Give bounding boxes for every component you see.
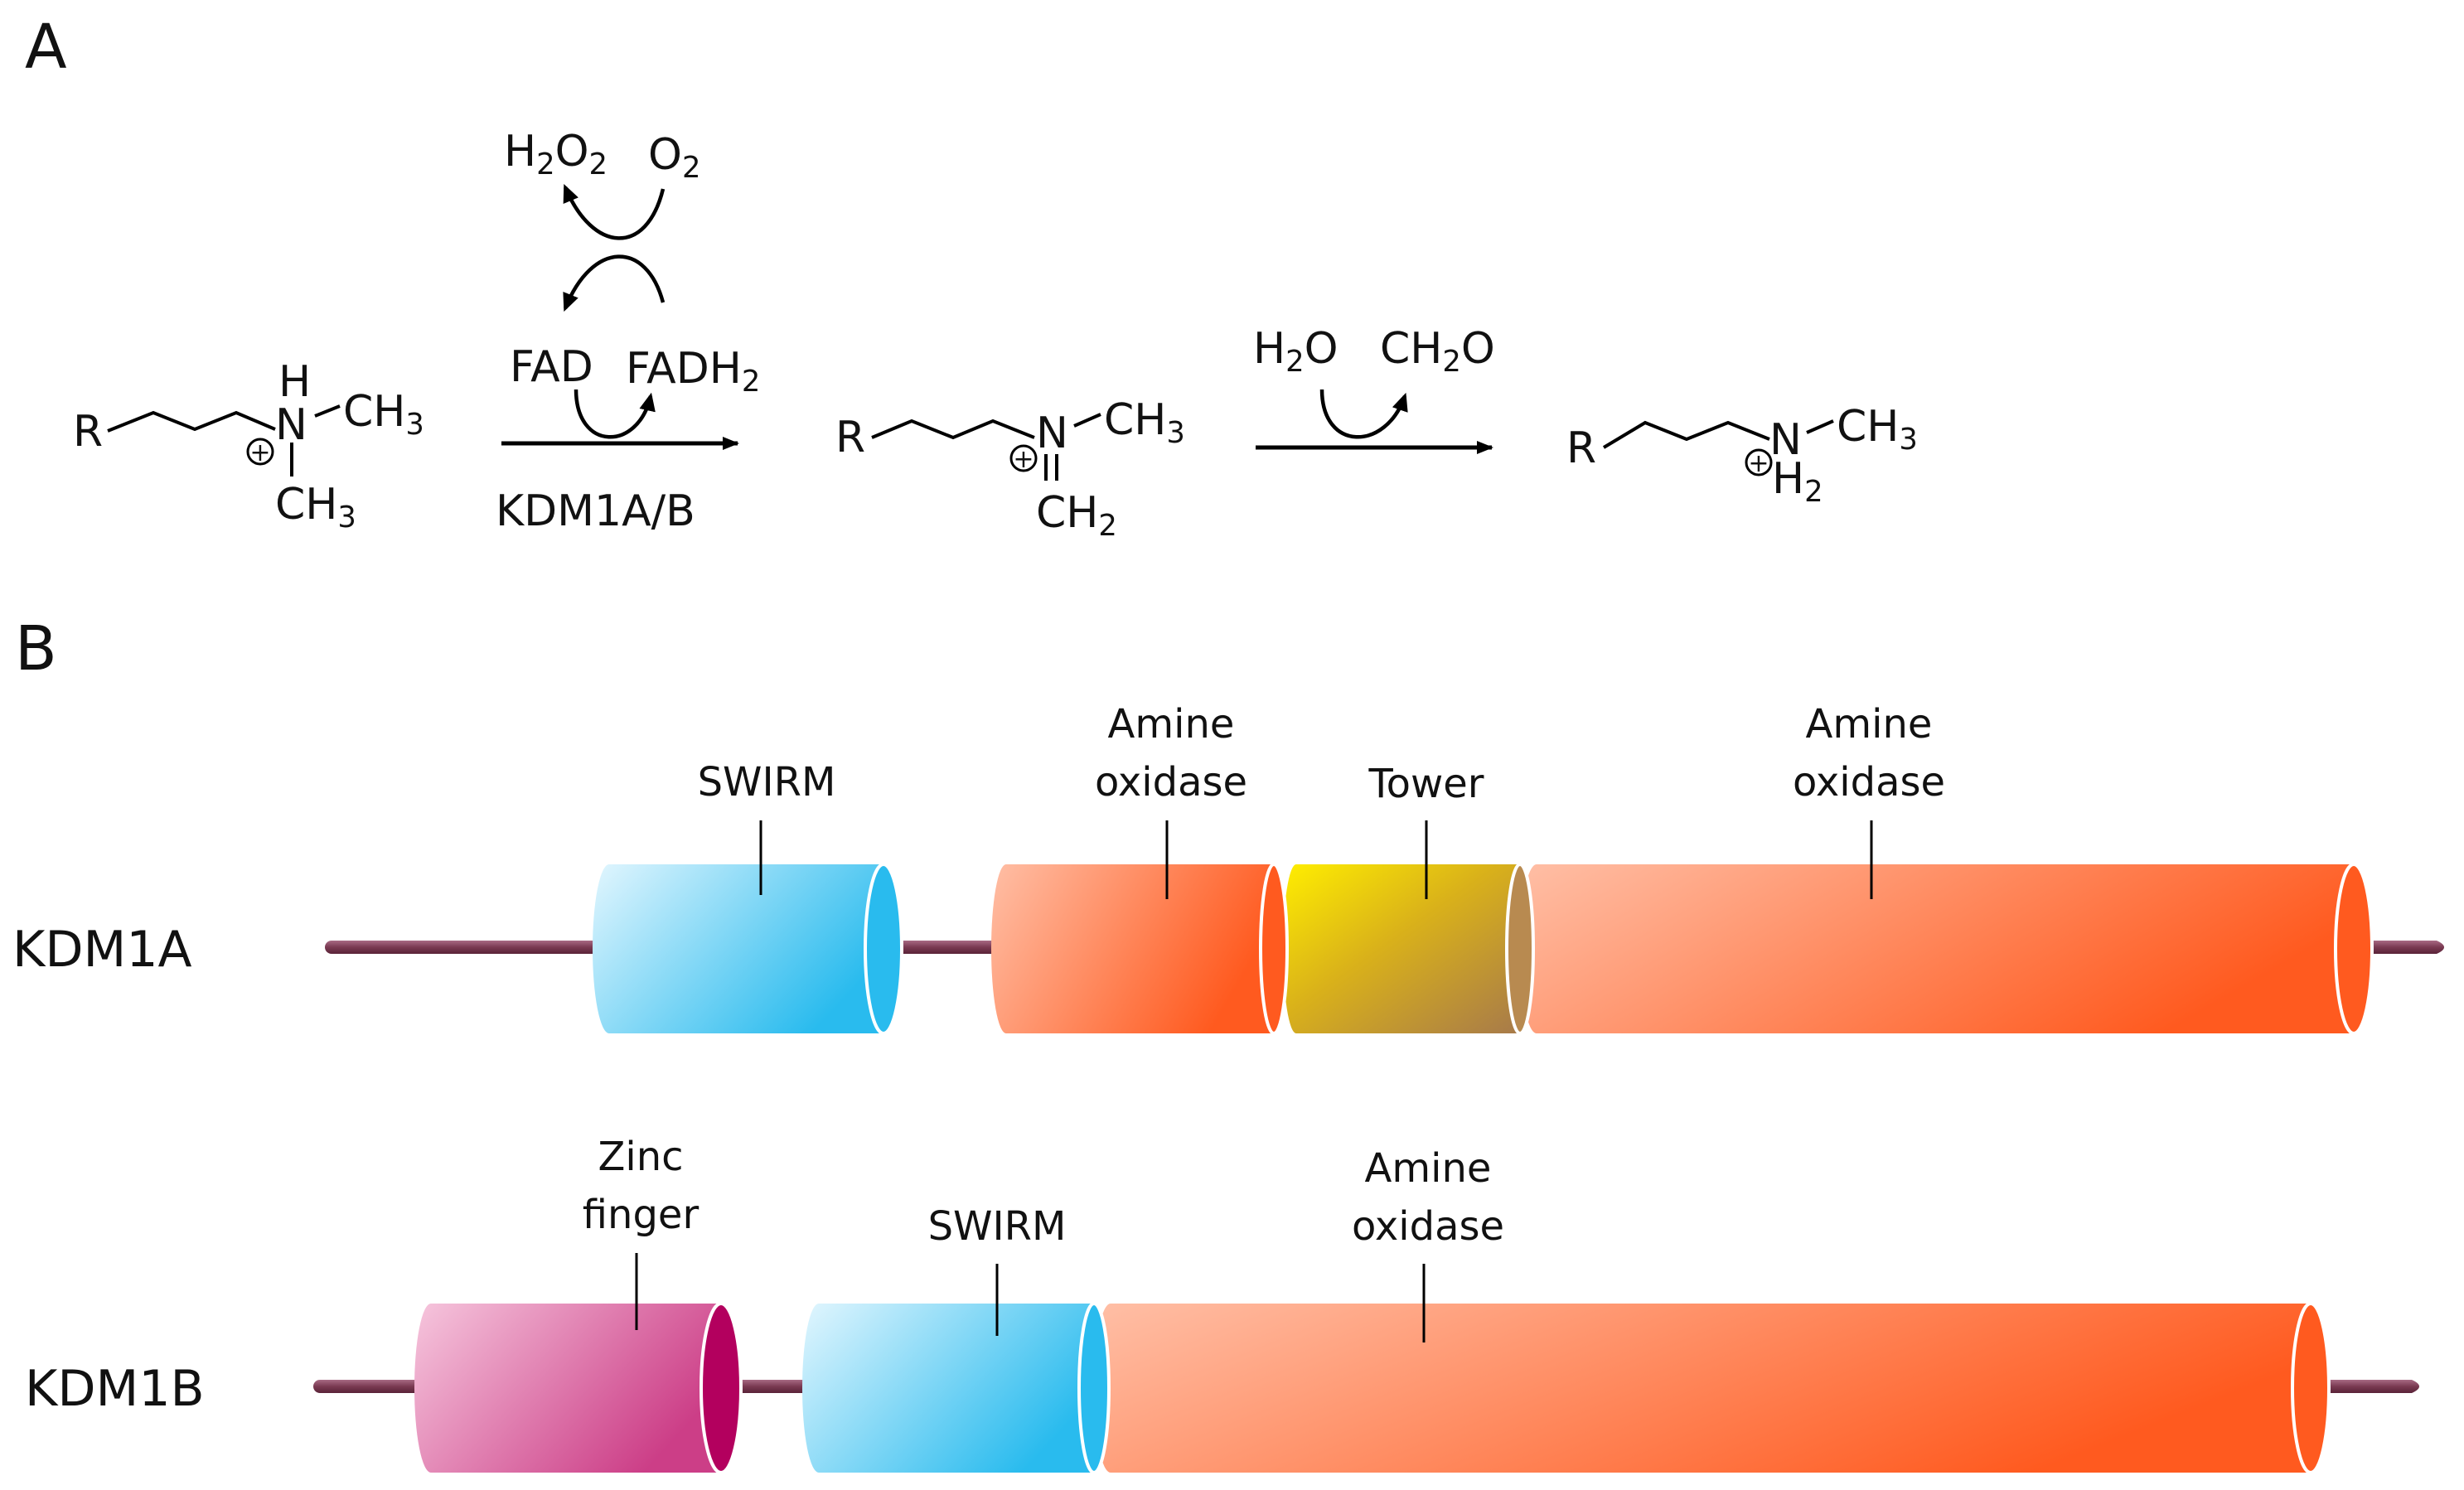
protein-name-kdm1b: KDM1B <box>25 1360 205 1418</box>
product-chain <box>1602 420 1770 449</box>
intermediate-charge-icon: + <box>1009 444 1038 474</box>
product-h2: H2 <box>1772 454 1823 509</box>
substrate-bond-right <box>314 404 341 418</box>
linker-kdm1b-c <box>2316 1380 2419 1393</box>
linker-kdm1a-mid <box>879 941 1011 954</box>
step1-curved-arrow <box>574 389 656 439</box>
domain-kdm1a-amine-oxidase-1 <box>991 863 1289 1035</box>
label-kdm1b-amine-line2: oxidase <box>1352 1203 1504 1250</box>
step2-h2o: H2O <box>1253 324 1338 379</box>
intermediate-ch3: CH3 <box>1104 395 1185 450</box>
protein-kdm1a: KDM1A SWIRM Amine oxid <box>12 701 2444 1035</box>
reaction-step-1: FAD FADH2 KDM1A/B <box>496 342 760 536</box>
substrate-ch3-down: CH3 <box>275 480 356 535</box>
label-kdm1b-zinc-line2: finger <box>583 1192 700 1238</box>
intermediate-ch2: CH2 <box>1036 488 1117 543</box>
substrate-molecule: R H N CH3 CH3 + <box>73 357 424 535</box>
svg-text:+: + <box>249 438 270 467</box>
product-molecule: R N CH3 H2 + <box>1566 402 1918 509</box>
intermediate-chain <box>871 418 1035 440</box>
product-n: N <box>1769 415 1802 465</box>
cycle-arrow-bottom <box>563 254 666 312</box>
substrate-r: R <box>73 407 103 457</box>
substrate-h: H <box>278 357 311 407</box>
substrate-n: N <box>275 400 307 450</box>
product-bond-right <box>1806 419 1834 434</box>
linker-kdm1a-n <box>325 941 598 954</box>
reaction-step-2: H2O CH2O <box>1253 324 1495 454</box>
label-kdm1b-zinc-line1: Zinc <box>598 1134 683 1180</box>
domain-kdm1a-amine-oxidase-2 <box>1520 863 2374 1035</box>
domain-kdm1b-swirm <box>802 1302 1111 1474</box>
product-ch3: CH3 <box>1837 402 1918 457</box>
label-kdm1a-tower: Tower <box>1368 761 1484 807</box>
linker-kdm1b-n <box>313 1380 429 1393</box>
cycle-h2o2: H2O2 <box>504 127 608 181</box>
domain-kdm1b-amine-oxidase <box>1094 1302 2331 1474</box>
substrate-ch3-right: CH3 <box>343 387 424 442</box>
label-kdm1b-swirm: SWIRM <box>928 1203 1067 1250</box>
label-kdm1a-amine-2-line2: oxidase <box>1793 759 1945 805</box>
intermediate-bond-right <box>1073 413 1101 428</box>
substrate-charge-icon: + <box>246 438 274 467</box>
svg-text:+: + <box>1013 445 1034 474</box>
panel-b-label: B <box>15 613 57 685</box>
step1-fad: FAD <box>510 342 593 392</box>
oxygen-cycle: H2O2 O2 <box>504 127 700 312</box>
intermediate-r: R <box>835 413 865 462</box>
cycle-arrow-top <box>563 183 666 240</box>
label-kdm1a-swirm: SWIRM <box>698 759 836 805</box>
label-kdm1a-amine-1-line2: oxidase <box>1095 759 1247 805</box>
step2-ch2o: CH2O <box>1380 324 1495 379</box>
protein-name-kdm1a: KDM1A <box>12 921 192 979</box>
domain-kdm1a-tower <box>1283 863 1535 1035</box>
svg-text:+: + <box>1748 449 1769 478</box>
step1-fadh2: FADH2 <box>626 344 760 399</box>
step2-curved-arrow <box>1319 389 1408 439</box>
intermediate-molecule: R N CH3 CH2 + <box>835 395 1185 543</box>
cycle-o2: O2 <box>648 130 700 185</box>
label-kdm1a-amine-1-line1: Amine <box>1108 701 1235 747</box>
label-kdm1a-amine-2-line1: Amine <box>1806 701 1933 747</box>
panel-a-label: A <box>25 12 67 83</box>
label-kdm1b-amine-line1: Amine <box>1365 1145 1492 1192</box>
intermediate-n: N <box>1036 409 1068 458</box>
product-charge-icon: + <box>1745 448 1773 478</box>
domain-kdm1b-zinc-finger <box>414 1302 743 1474</box>
substrate-chain <box>107 410 276 433</box>
domain-kdm1a-swirm <box>593 863 903 1035</box>
product-r: R <box>1566 423 1596 473</box>
step1-enzyme: KDM1A/B <box>496 486 695 536</box>
protein-kdm1b: KDM1B Zinc finger SWIRM Amine oxidase <box>25 1134 2419 1474</box>
